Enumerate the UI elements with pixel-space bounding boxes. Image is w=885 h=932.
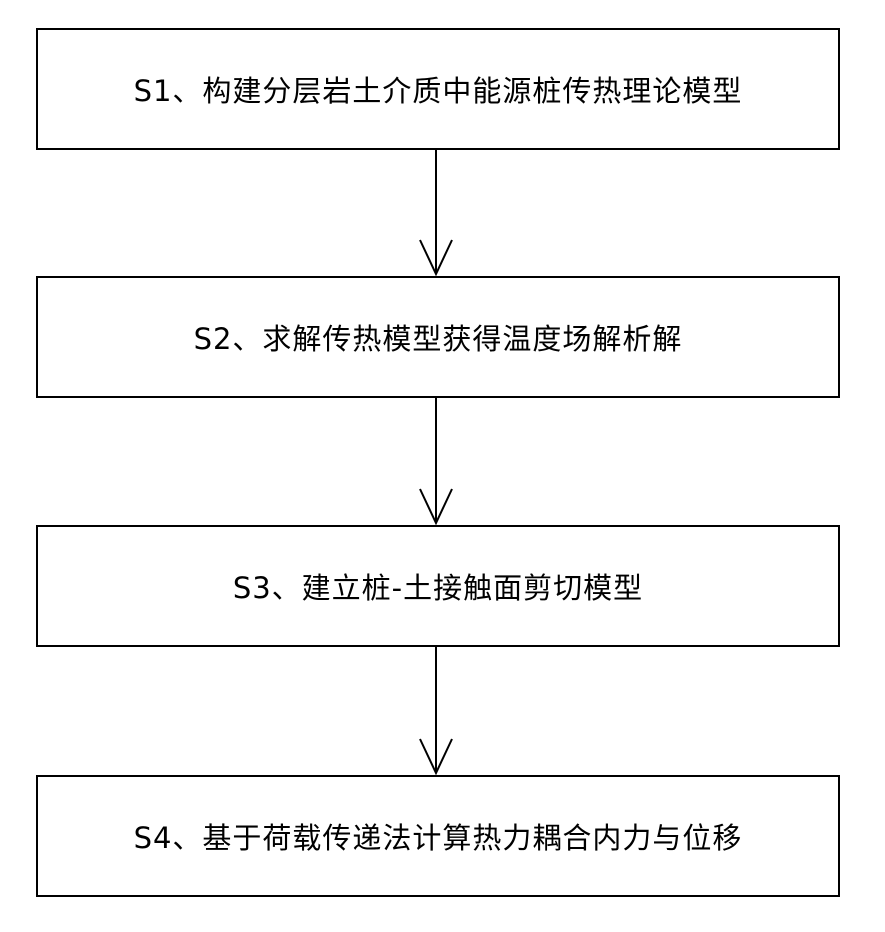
step-label-s3: S3、建立桩-土接触面剪切模型: [233, 565, 643, 607]
step-label-s4: S4、基于荷载传递法计算热力耦合内力与位移: [134, 815, 743, 857]
step-box-s1: S1、构建分层岩土介质中能源桩传热理论模型: [36, 28, 840, 150]
step-box-s4: S4、基于荷载传递法计算热力耦合内力与位移: [36, 775, 840, 897]
arrow-s1-to-s2: [420, 150, 452, 274]
step-box-s2: S2、求解传热模型获得温度场解析解: [36, 276, 840, 398]
arrow-s3-to-s4: [420, 647, 452, 773]
step-label-s2: S2、求解传热模型获得温度场解析解: [194, 316, 683, 358]
step-label-s1: S1、构建分层岩土介质中能源桩传热理论模型: [134, 68, 743, 110]
step-box-s3: S3、建立桩-土接触面剪切模型: [36, 525, 840, 647]
arrow-s2-to-s3: [420, 398, 452, 523]
